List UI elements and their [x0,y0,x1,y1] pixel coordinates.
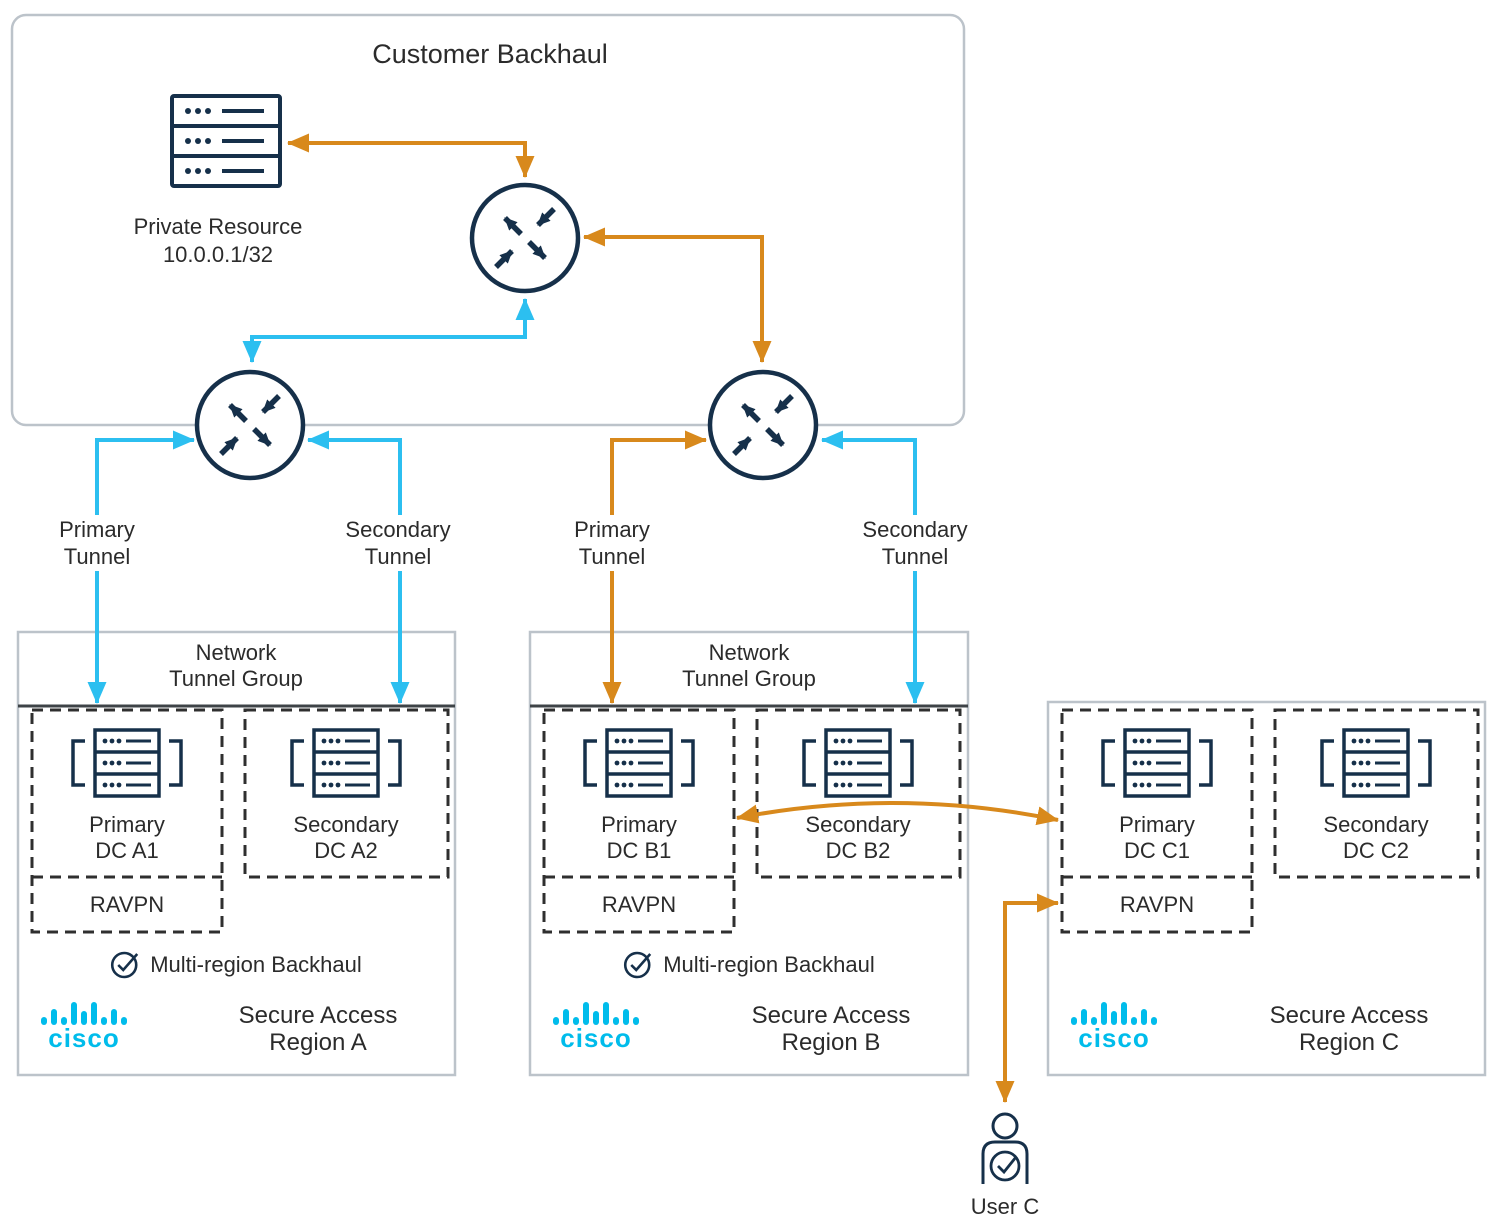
primary-tunnel-b-label: Primary Tunnel [564,515,660,571]
primary-tunnel-a-label: Primary Tunnel [49,515,145,571]
secondary-tunnel-b-label: Secondary Tunnel [852,515,978,571]
backhaul-badge-text: Multi-region Backhaul [150,951,362,977]
cisco-logo-region-c: cisco [1066,1000,1162,1051]
cisco-logo-region-b: cisco [548,1000,644,1051]
flow-router-b-to-core-arrow [583,227,772,363]
cisco-logo-region-a: cisco [36,1000,132,1051]
flow-core-to-private-resource-arrow [287,133,535,178]
primary-dc-c1-box [1060,708,1254,934]
cisco-wordmark: cisco [48,1023,120,1053]
cisco-wordmark: cisco [1078,1023,1150,1053]
router-b-icon [710,372,816,478]
ravpn-c-label: RAVPN [1119,892,1195,917]
user-c-label: User C [970,1194,1040,1219]
primary-dc-b1-box [542,708,736,934]
secondary-dc-b2-label: Secondary DC B2 [805,812,911,863]
secondary-tunnel-a-arrow [307,430,410,704]
region-b-header: Network Tunnel Group [682,640,816,691]
user-c-icon [981,1112,1029,1186]
region-c-box [1046,700,1487,1077]
router-a-icon [197,372,303,478]
region-a-name: Secure Access Region A [238,1002,398,1056]
customer-backhaul-title: Customer Backhaul [372,38,608,70]
secondary-dc-c2-label: Secondary DC C2 [1323,812,1429,863]
customer-backhaul-title-text: Customer Backhaul [372,39,608,69]
region-a-backhaul-badge: Multi-region Backhaul [110,948,362,980]
cisco-wordmark: cisco [560,1023,632,1053]
private-resource-server-icon [170,94,282,188]
region-b-name: Secure Access Region B [751,1002,911,1056]
private-resource-name: Private Resource [133,214,303,239]
cisco-logo-bars-icon [1071,1002,1157,1025]
multi-region-backhaul-b-c-arrow [736,800,1059,826]
region-a-header: Network Tunnel Group [169,640,303,691]
private-resource-cidr: 10.0.0.1/32 [162,242,274,267]
secondary-tunnel-b-arrow [821,430,925,704]
primary-dc-a1-box [30,708,224,934]
primary-dc-a1-label: Primary DC A1 [89,812,165,863]
secondary-dc-a2-label: Secondary DC A2 [293,812,399,863]
check-circle-icon [110,951,139,979]
check-circle-icon [623,951,652,979]
cisco-logo-bars-icon [41,1002,127,1025]
ravpn-b-label: RAVPN [601,892,677,917]
backhaul-badge-text: Multi-region Backhaul [663,951,875,977]
ravpn-a-label: RAVPN [89,892,165,917]
flow-router-a-to-core-arrow [242,298,535,363]
secondary-tunnel-a-label: Secondary Tunnel [335,515,461,571]
cisco-logo-bars-icon [553,1002,639,1025]
primary-tunnel-a-arrow [87,430,195,704]
private-resource-label: Private Resource 10.0.0.1/32 [134,213,303,269]
primary-dc-b1-label: Primary DC B1 [601,812,677,863]
core-router-icon [472,185,578,291]
region-c-name: Secure Access Region C [1269,1002,1429,1056]
secondary-dc-a2-box [243,708,450,879]
primary-dc-c1-label: Primary DC C1 [1119,812,1195,863]
region-b-backhaul-badge: Multi-region Backhaul [623,948,875,980]
secondary-dc-c2-box [1273,708,1480,879]
secondary-dc-b2-box [755,708,962,879]
user-c-to-ravpn-c-arrow [995,893,1059,1103]
primary-tunnel-b-arrow [602,430,707,704]
